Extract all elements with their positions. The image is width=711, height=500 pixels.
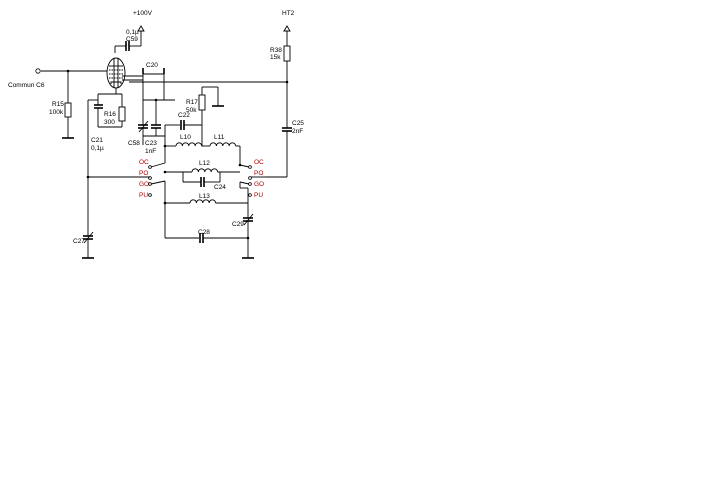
switch-right-go: GO: [254, 181, 264, 188]
c28-ref: C28: [198, 229, 210, 236]
r15-value: 100k: [49, 109, 64, 116]
switch-left-go: GO: [139, 181, 149, 188]
l13-ref: L13: [199, 193, 210, 200]
r38-value: 15k: [270, 54, 281, 61]
c20-ref: C20: [146, 62, 158, 69]
c22-capacitor: [180, 120, 185, 130]
switch-right-pu: PU: [254, 192, 263, 199]
switch-left-pu: PU: [139, 192, 148, 199]
ht2-label: HT2: [282, 10, 295, 17]
c25-value: 2nF: [292, 128, 303, 135]
c22-ref: C22: [178, 112, 190, 119]
l11-coil-icon: [209, 142, 237, 147]
r17-ref: R17: [186, 99, 198, 106]
b-plus-label: +100V: [133, 10, 153, 17]
l12-ref: L12: [199, 160, 210, 167]
vacuum-tube-icon: [106, 57, 126, 89]
switch-right-contacts-icon: [239, 164, 252, 197]
input-label: Commun C6: [8, 82, 45, 89]
r16-resistor: [118, 106, 126, 122]
ht2-terminal-icon: [283, 25, 291, 32]
switch-right-po: PO: [254, 170, 263, 177]
c58-ref: C58: [128, 140, 140, 147]
c23-capacitor: [151, 124, 161, 129]
c21-value: 0,1µ: [91, 145, 104, 152]
c21-ref: C21: [91, 137, 103, 144]
c27-ref: C27: [73, 238, 85, 245]
l10-ref: L10: [180, 134, 191, 141]
switch-left-contacts-icon: [148, 162, 166, 197]
c29-ref: C29: [232, 221, 244, 228]
switch-right-oc: OC: [254, 159, 264, 166]
c23-value: 1nF: [145, 148, 156, 155]
l12-coil-icon: [191, 168, 219, 173]
c25-ref: C25: [292, 120, 304, 127]
l13-coil-icon: [189, 199, 217, 204]
l11-ref: L11: [214, 134, 225, 141]
switch-left-po: PO: [139, 170, 148, 177]
r15-resistor: [64, 102, 72, 118]
junction-dots: [66, 69, 289, 240]
input-terminal-icon: [35, 68, 41, 74]
b-plus-terminal-icon: [137, 25, 145, 46]
c21-capacitor: [94, 104, 103, 109]
r15-ref: R15: [52, 101, 64, 108]
r17-value: 50k: [186, 107, 197, 114]
r16-value: 300: [104, 119, 115, 126]
c59-top-capacitor: [114, 41, 141, 53]
c25-capacitor: [282, 127, 292, 132]
c24-ref: C24: [214, 184, 226, 191]
r16-ref: R16: [104, 111, 116, 118]
c59-top-ref: C59: [126, 36, 138, 43]
l10-coil-icon: [175, 142, 203, 147]
r17-resistor: [198, 94, 206, 111]
c59-top-value: 0,1µ: [126, 29, 139, 36]
switch-left-oc: OC: [139, 159, 149, 166]
c23-ref: C23: [145, 140, 157, 147]
c24-capacitor: [200, 177, 205, 187]
r38-resistor: [283, 45, 291, 62]
r38-ref: R38: [270, 47, 282, 54]
